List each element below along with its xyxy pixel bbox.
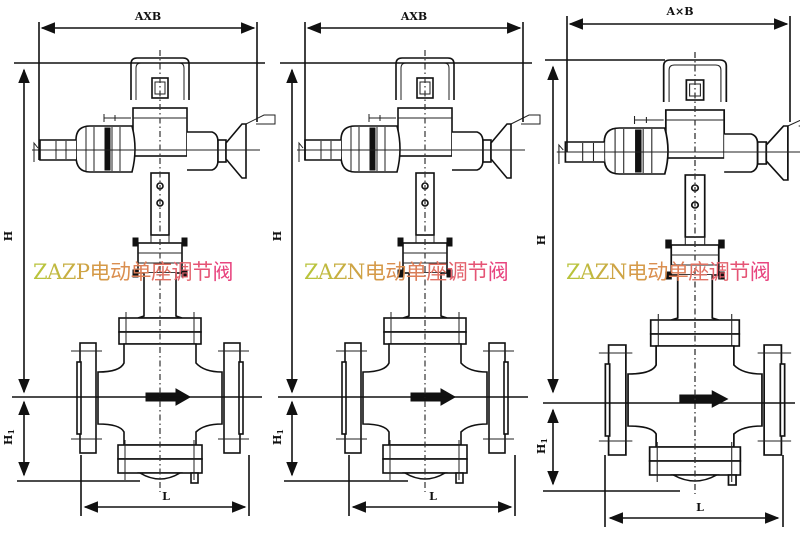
caption-model-1: ZAZP xyxy=(33,260,90,284)
caption-name-3: 电动单座调节阀 xyxy=(627,256,771,286)
caption-char: 调 xyxy=(446,260,468,284)
caption-char: 电 xyxy=(364,260,386,284)
dim-label-axb-3: A×B xyxy=(665,5,693,18)
caption-char: 单 xyxy=(130,260,152,284)
caption-char: 节 xyxy=(192,260,213,284)
caption-char: 座 xyxy=(426,260,447,284)
caption-char: 单 xyxy=(405,260,427,284)
caption-char: Z xyxy=(304,260,319,284)
caption-char: 阀 xyxy=(212,260,234,284)
caption-char: 座 xyxy=(688,260,709,284)
caption-model-3: ZAZN xyxy=(566,260,627,284)
caption-char: 调 xyxy=(708,260,730,284)
caption-char: 单 xyxy=(667,260,689,284)
dim-label-h1-3: H1 xyxy=(535,438,549,454)
caption-char: 动 xyxy=(647,260,668,284)
caption-char: Z xyxy=(332,260,348,284)
subscript: 1 xyxy=(539,438,549,444)
caption-char: Z xyxy=(566,260,581,284)
caption-name-2: 电动单座调节阀 xyxy=(365,256,509,286)
caption-char: 调 xyxy=(171,260,193,284)
subscript: 1 xyxy=(275,429,285,435)
caption-char: A xyxy=(47,260,62,284)
caption-char: Z xyxy=(33,260,48,284)
caption-char: 电 xyxy=(626,260,648,284)
caption-char: 节 xyxy=(467,260,488,284)
caption-char: 阀 xyxy=(487,260,509,284)
dim-label-l-1: L xyxy=(162,490,170,503)
dim-label-h-3: H xyxy=(535,235,548,245)
caption-char: N xyxy=(608,260,627,284)
dim-label-axb-1: AXB xyxy=(134,10,161,23)
caption-char: 节 xyxy=(729,260,750,284)
valve-diagram-2 xyxy=(278,22,541,516)
caption-char: 阀 xyxy=(749,260,771,284)
caption-1: ZAZP电动单座调节阀 xyxy=(33,256,233,286)
dim-label-h-2: H xyxy=(271,231,284,241)
dim-label-l-2: L xyxy=(429,490,437,503)
valve-diagram-1 xyxy=(12,22,276,516)
caption-char: 动 xyxy=(110,260,131,284)
caption-char: A xyxy=(580,260,595,284)
caption-model-2: ZAZN xyxy=(304,260,365,284)
caption-char: N xyxy=(346,260,365,284)
dim-label-h1-2: H1 xyxy=(271,429,285,445)
caption-char: Z xyxy=(61,260,77,284)
caption-name-1: 电动单座调节阀 xyxy=(90,256,234,286)
dim-label-l-3: L xyxy=(696,501,704,514)
caption-char: 电 xyxy=(89,260,111,284)
dim-label-axb-2: AXB xyxy=(400,10,427,23)
caption-2: ZAZN电动单座调节阀 xyxy=(304,256,509,286)
dim-label-h-1: H xyxy=(2,231,15,241)
valve-diagram-3 xyxy=(543,16,800,527)
caption-char: Z xyxy=(594,260,610,284)
caption-char: P xyxy=(75,260,90,284)
dim-label-h1-1: H1 xyxy=(2,429,16,445)
caption-3: ZAZN电动单座调节阀 xyxy=(566,256,771,286)
caption-char: 座 xyxy=(151,260,172,284)
caption-char: A xyxy=(318,260,333,284)
caption-char: 动 xyxy=(385,260,406,284)
subscript: 1 xyxy=(6,429,16,435)
